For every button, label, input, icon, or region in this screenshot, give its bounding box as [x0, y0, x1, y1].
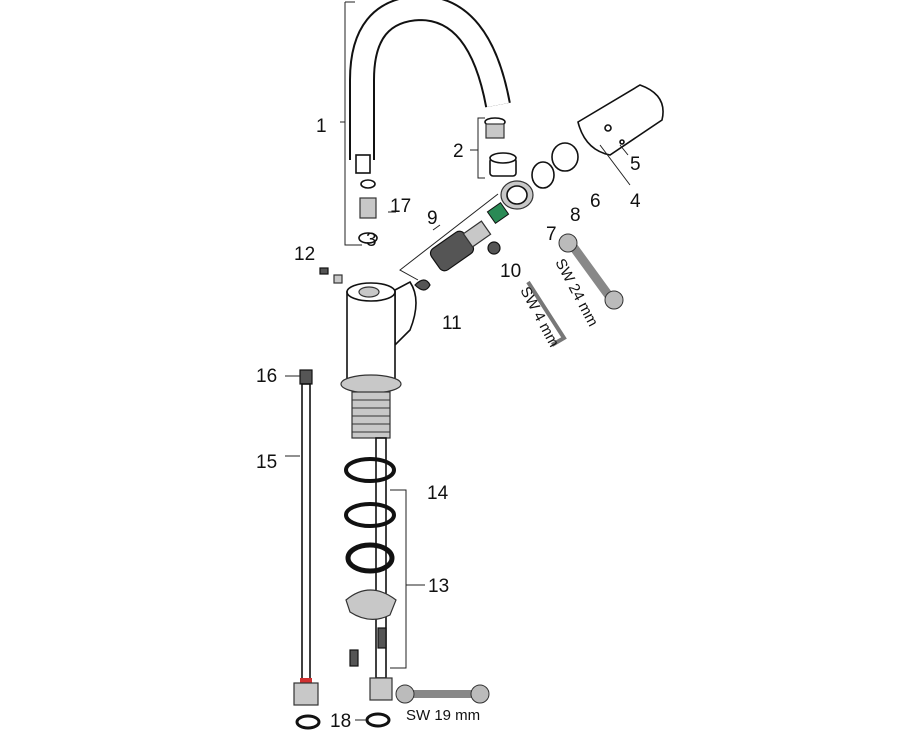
cartridge-nut — [500, 180, 534, 210]
label-17: 17 — [390, 196, 411, 217]
cover-ring — [551, 142, 579, 172]
label-16: 16 — [256, 366, 277, 387]
seal-ring — [358, 232, 378, 244]
label-14: 14 — [427, 483, 449, 504]
label-8: 8 — [570, 205, 581, 226]
label-7: 7 — [546, 224, 557, 245]
wrench-19-label: SW 19 mm — [406, 707, 480, 724]
wrench-24-icon — [558, 233, 624, 310]
label-9: 9 — [427, 208, 438, 229]
label-1: 1 — [316, 116, 327, 137]
supply-hose — [293, 369, 319, 706]
hex-key-4-label: SW 4 mm — [516, 284, 562, 350]
label-15: 15 — [256, 452, 277, 473]
cartridge — [429, 201, 510, 272]
grub-screw-2 — [333, 274, 343, 284]
grub-screw — [319, 267, 329, 275]
lever-handle — [577, 84, 664, 156]
label-2: 2 — [453, 141, 464, 162]
label-12: 12 — [294, 244, 315, 265]
o-ring — [531, 161, 555, 189]
label-4: 4 — [630, 191, 641, 212]
mounting-rings — [344, 457, 397, 701]
label-3: 3 — [366, 230, 377, 251]
washer-18a — [295, 714, 321, 730]
label-11: 11 — [442, 313, 462, 334]
label-5: 5 — [630, 154, 641, 175]
faucet-body — [340, 280, 417, 679]
label-6: 6 — [590, 191, 601, 212]
spout — [349, 0, 511, 174]
leader-lines — [285, 1, 631, 721]
label-10: 10 — [500, 261, 521, 282]
seal-11 — [414, 279, 431, 291]
screw-10 — [487, 241, 501, 255]
label-13: 13 — [428, 576, 449, 597]
aerator — [484, 117, 517, 177]
wrench-24-label: SW 24 mm — [551, 256, 601, 329]
check-valve — [359, 197, 377, 219]
hex-key-4-icon — [526, 280, 567, 347]
washer-18b — [365, 712, 391, 728]
label-18: 18 — [330, 711, 351, 732]
wrench-19-icon — [395, 684, 490, 704]
